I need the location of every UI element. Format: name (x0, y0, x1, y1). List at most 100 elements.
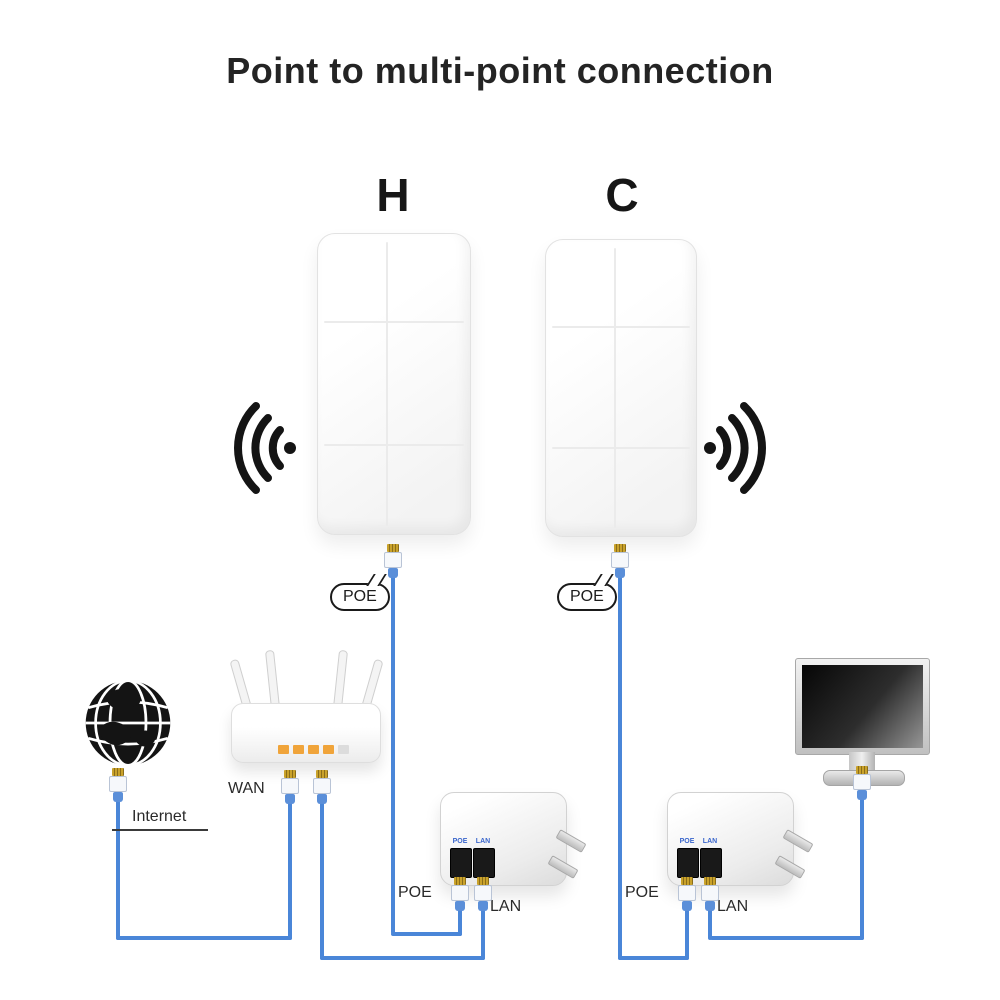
rj45-pins (704, 877, 716, 885)
bridge-c-label: C (605, 169, 639, 221)
router-port-led (323, 745, 334, 754)
rj45-boot (478, 901, 488, 911)
router-port-led (278, 745, 289, 754)
rj45-pins (856, 766, 868, 774)
rj45-body (853, 774, 871, 790)
rj45-body (109, 776, 127, 792)
cable-monitor-horizontal (710, 936, 864, 940)
rj45-boot (285, 794, 295, 804)
callout-tail (593, 574, 614, 586)
poe-callout-c: POE (557, 574, 617, 611)
rj45-boot (705, 901, 715, 911)
rj45-body (313, 778, 331, 794)
rj45-pins (454, 877, 466, 885)
rj45-pins (387, 544, 399, 552)
rj45-boot (317, 794, 327, 804)
rj45-body (451, 885, 469, 901)
monitor-screen (802, 665, 923, 748)
router-port-leds (278, 745, 349, 754)
desktop-monitor (795, 658, 930, 755)
injector1-port-poe-label: POE (452, 838, 468, 845)
rj45-body (701, 885, 719, 901)
rj45-connector-injector2-lan (701, 877, 719, 911)
rj45-body (474, 885, 492, 901)
poe-callout-h-text: POE (343, 588, 377, 605)
device-panel-seam (613, 248, 616, 528)
injector1-poe-port (450, 848, 472, 878)
rj45-connector-wan (281, 770, 299, 804)
callout-tail (366, 574, 387, 586)
cable-internet-vertical (116, 800, 120, 940)
cable-monitor-vertical (860, 798, 864, 940)
poe-callout-c-text: POE (570, 588, 604, 605)
rj45-pins (681, 877, 693, 885)
injector2-poe-port (677, 848, 699, 878)
rj45-boot (388, 568, 398, 578)
rj45-pins (284, 770, 296, 778)
injector2-lan-label: LAN (717, 898, 749, 915)
router-antenna (361, 658, 384, 710)
router-port-led (338, 745, 349, 754)
device-panel-seam (552, 447, 690, 450)
wifi-signal-left-icon (228, 400, 300, 501)
router-port-led (293, 745, 304, 754)
cable-bridge-c-vertical (618, 576, 622, 960)
device-panel-seam (552, 325, 690, 328)
rj45-connector-bridge-c (611, 544, 629, 578)
diagram-title: Point to multi-point connection (226, 50, 774, 91)
rj45-connector-bridge-h (384, 544, 402, 578)
rj45-pins (112, 768, 124, 776)
injector1-lan-label: LAN (490, 898, 522, 915)
rj45-body (281, 778, 299, 794)
rj45-connector-injector2-poe (678, 877, 696, 911)
cable-bridge-h-horizontal (391, 932, 462, 936)
device-panel-seam (324, 321, 464, 323)
rj45-connector-internet (109, 768, 127, 802)
rj45-body (611, 552, 629, 568)
device-panel-seam (386, 242, 389, 526)
cable-internet-horizontal (116, 936, 292, 940)
cable-router-lan-vertical (320, 802, 324, 960)
poe-callout-h: POE (330, 574, 390, 611)
rj45-connector-monitor (853, 766, 871, 800)
rj45-boot (682, 901, 692, 911)
injector1-port-lan-label: LAN (475, 838, 491, 845)
rj45-pins (614, 544, 626, 552)
wifi-signal-right-icon (700, 400, 772, 501)
rj45-pins (477, 877, 489, 885)
cable-wan-riser (288, 802, 292, 940)
device-panel-seam (324, 444, 464, 446)
router-antenna (264, 649, 280, 709)
injector1-poe-label: POE (398, 884, 432, 901)
rj45-boot (113, 792, 123, 802)
rj45-boot (455, 901, 465, 911)
injector2-port-poe-label: POE (679, 838, 695, 845)
internet-label: Internet (112, 808, 208, 831)
wifi-router (231, 703, 381, 763)
internet-globe-icon (83, 678, 173, 773)
rj45-body (384, 552, 402, 568)
rj45-connector-injector1-lan (474, 877, 492, 911)
cpe-device-c (545, 239, 697, 537)
rj45-boot (857, 790, 867, 800)
router-antenna (229, 658, 252, 710)
router-port-led (308, 745, 319, 754)
cable-injector1-poe-riser (458, 909, 462, 936)
router-antenna (333, 649, 349, 709)
bridge-h-label: H (376, 169, 410, 221)
rj45-boot (615, 568, 625, 578)
cable-injector2-poe-riser (685, 909, 689, 960)
rj45-connector-injector1-poe (451, 877, 469, 911)
cpe-device-h (317, 233, 471, 535)
rj45-pins (316, 770, 328, 778)
injector2-port-lan-label: LAN (702, 838, 718, 845)
injector1-lan-port (473, 848, 495, 878)
cable-injector1-lan-riser (481, 909, 485, 960)
cable-bridge-c-horizontal (618, 956, 689, 960)
rj45-connector-router-lan (313, 770, 331, 804)
monitor-stand-neck (849, 752, 875, 772)
cable-router-lan-horizontal (320, 956, 485, 960)
wan-label: WAN (228, 780, 265, 797)
injector2-lan-port (700, 848, 722, 878)
